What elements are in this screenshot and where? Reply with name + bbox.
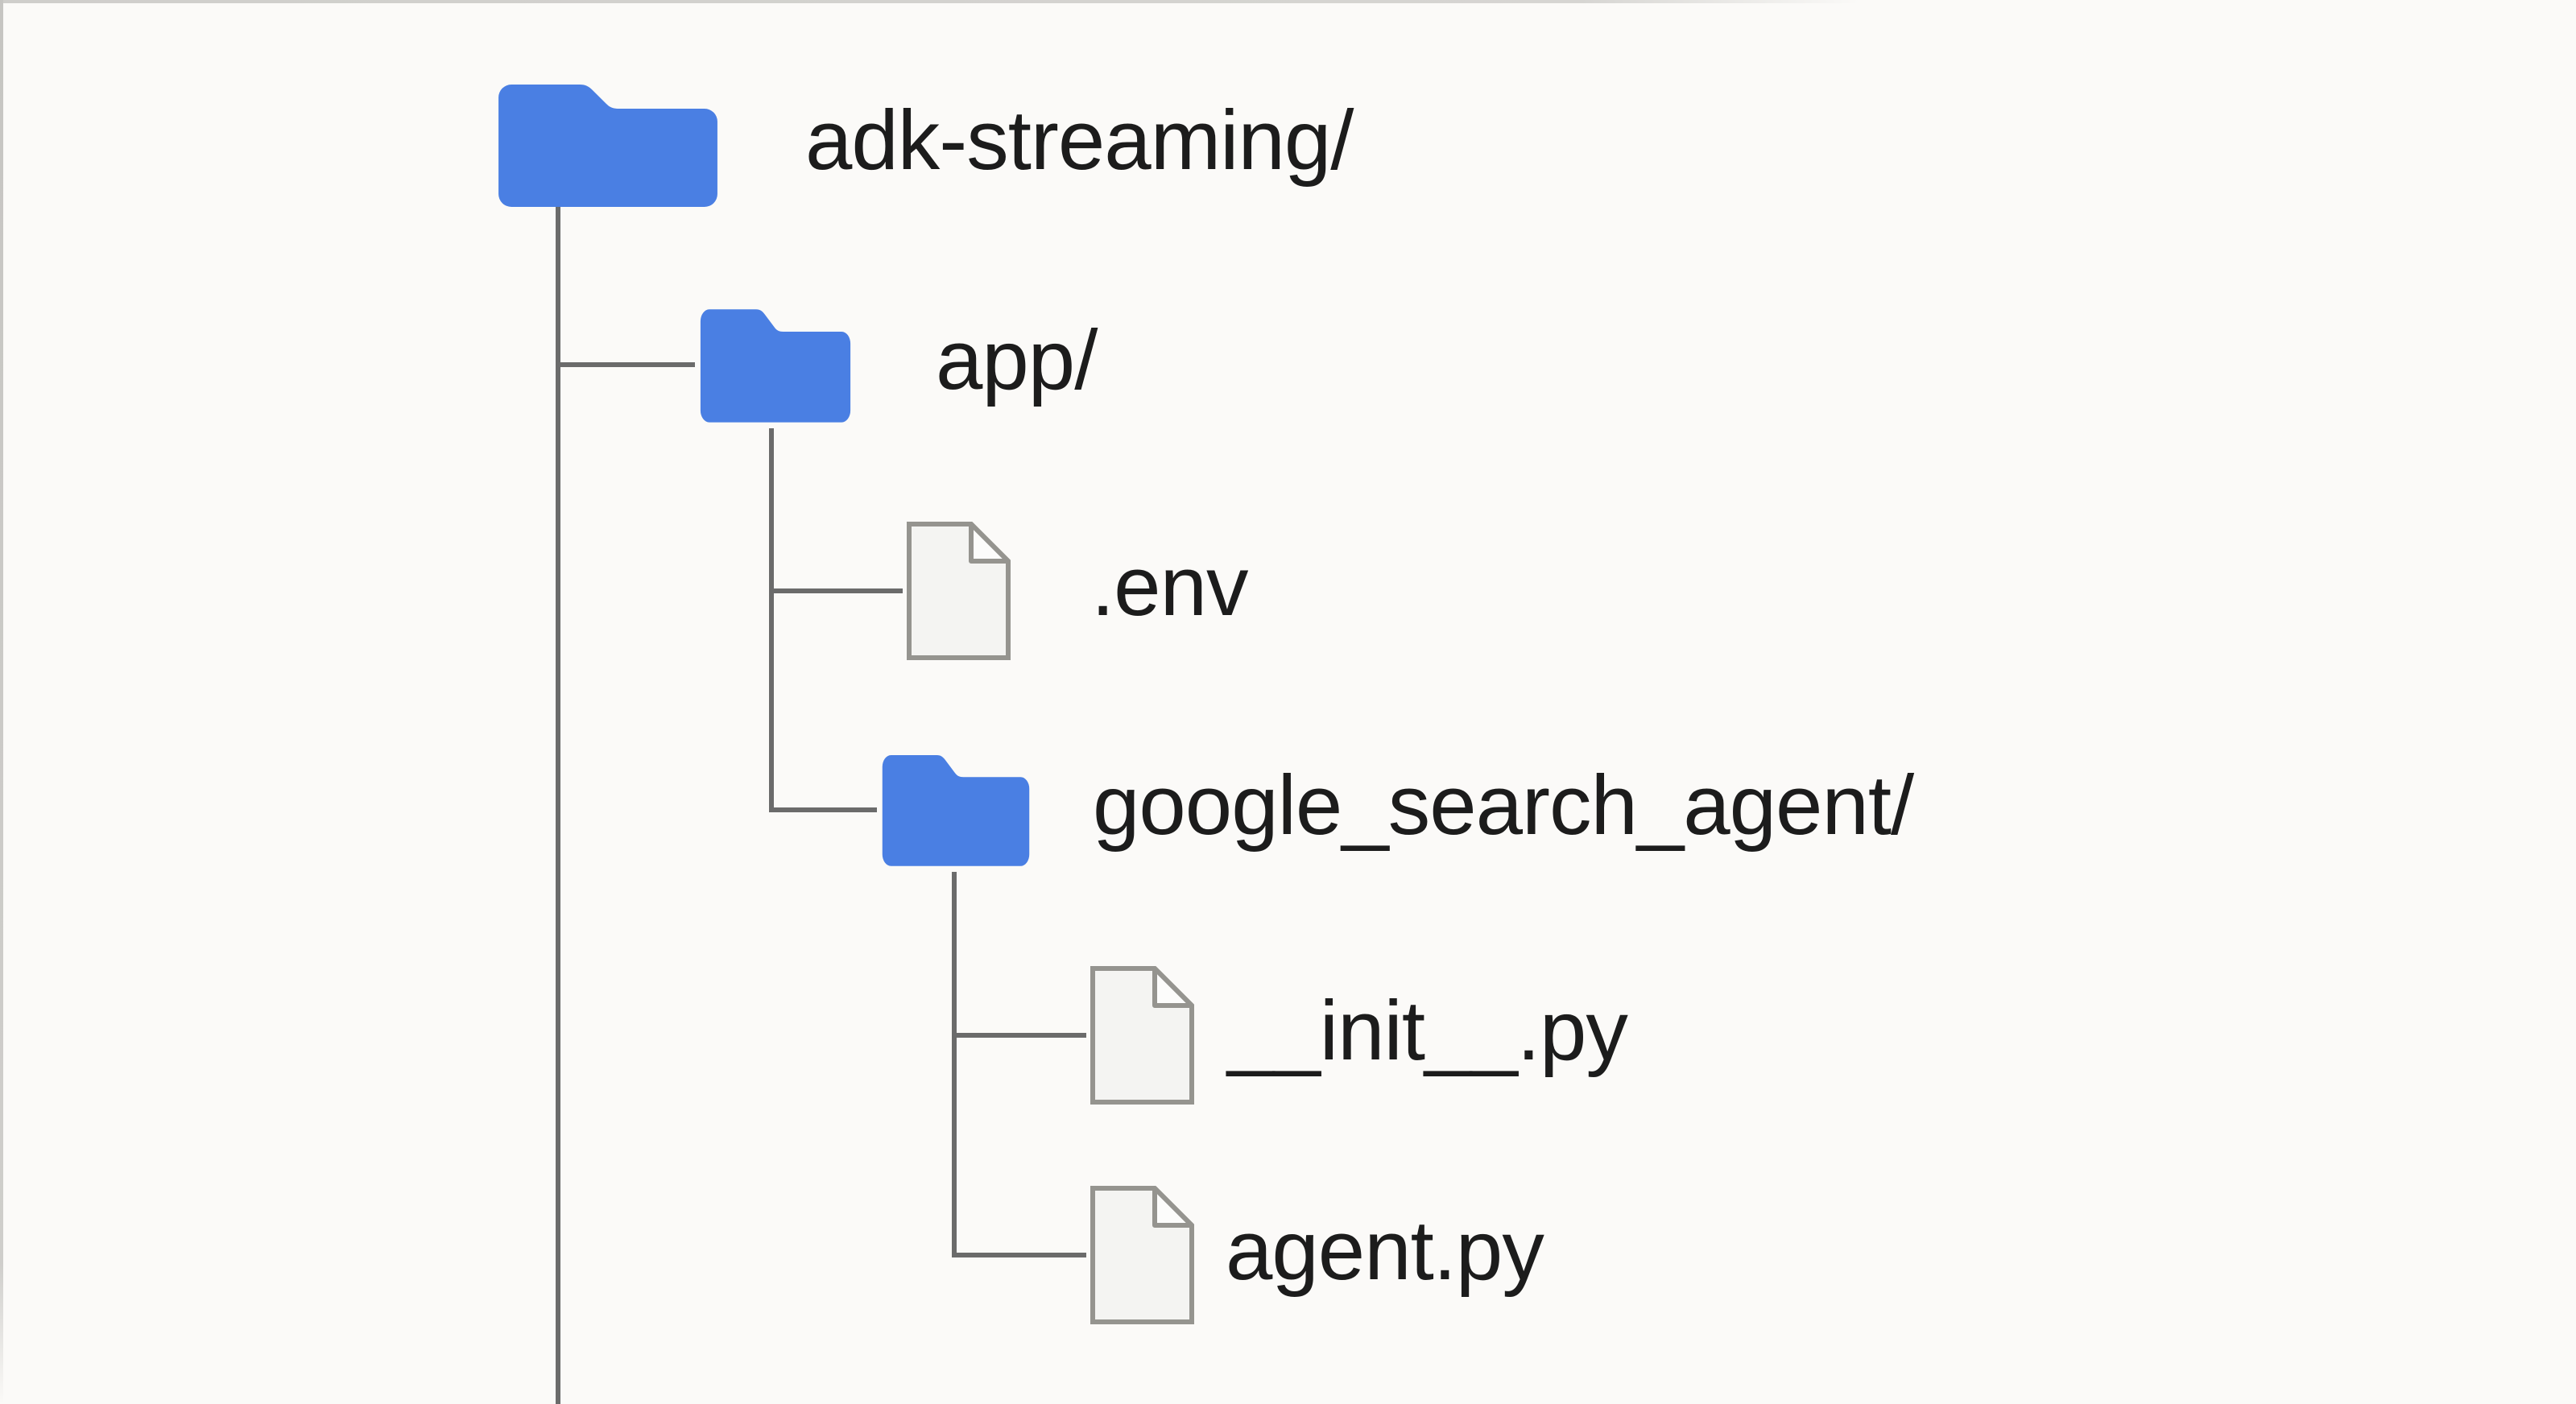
- frame-border-left: [0, 0, 3, 1404]
- file-icon: [907, 522, 1011, 660]
- file-icon: [1090, 1186, 1194, 1324]
- connector-branch-init-py: [952, 1033, 1086, 1038]
- label-adk-streaming: adk-streaming/: [805, 93, 1354, 188]
- folder-icon: [882, 755, 1030, 866]
- connector-vertical-app: [769, 428, 774, 812]
- frame-border-top: [0, 0, 1860, 3]
- label-agent-py: agent.py: [1226, 1203, 1544, 1298]
- connector-branch-env: [769, 588, 903, 593]
- folder-icon: [498, 85, 717, 207]
- label-google-search-agent: google_search_agent/: [1093, 758, 1914, 853]
- label-app: app/: [936, 312, 1098, 407]
- file-icon: [1090, 966, 1194, 1105]
- connector-vertical-google-search-agent: [952, 872, 957, 1257]
- label-env: .env: [1091, 539, 1248, 634]
- connector-branch-app: [556, 362, 695, 367]
- connector-vertical-root: [556, 201, 560, 1404]
- folder-icon: [700, 309, 851, 423]
- connector-branch-agent-py: [952, 1253, 1086, 1257]
- connector-branch-google-search-agent: [769, 807, 877, 812]
- label-init-py: __init__.py: [1227, 983, 1628, 1078]
